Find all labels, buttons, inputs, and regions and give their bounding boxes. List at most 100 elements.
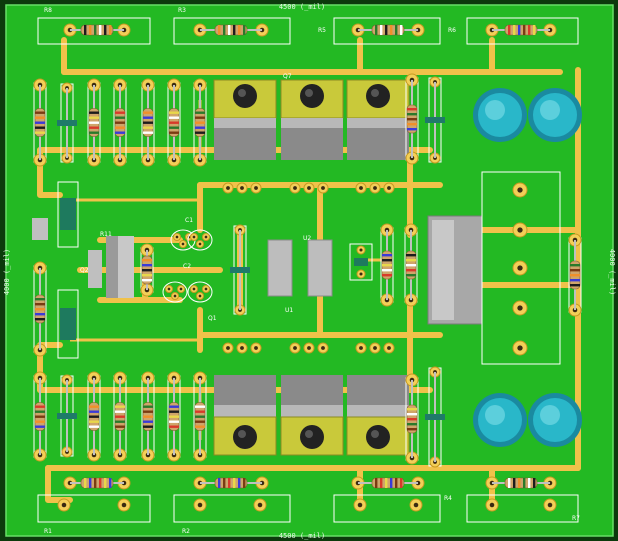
resistor-band	[195, 131, 205, 134]
pad-hole	[307, 346, 311, 350]
resistor-footprint	[173, 17, 291, 45]
resistor-band	[375, 25, 378, 35]
regulator-body	[307, 239, 333, 297]
resistor-band	[35, 415, 45, 418]
pad-hole	[517, 265, 523, 271]
pad-hole	[192, 235, 196, 239]
resistor-band	[518, 25, 521, 35]
pad-hole	[357, 502, 363, 508]
small-transistor-outline	[187, 229, 213, 251]
resistor-band	[35, 116, 45, 119]
silk-label-c1: C1	[185, 217, 193, 224]
resistor-band	[523, 25, 526, 35]
pad-hole	[254, 346, 258, 350]
silk-label-r3: R3	[178, 7, 186, 14]
pad-hole	[293, 186, 297, 190]
film-capacitor	[60, 198, 76, 230]
resistor-band	[382, 259, 392, 262]
pad-hole	[175, 235, 179, 239]
resistor-band	[99, 478, 102, 488]
resistor-band	[243, 25, 246, 35]
resistor-band	[35, 313, 45, 316]
resistor-band	[385, 478, 388, 488]
resistor-band	[528, 478, 531, 488]
silk-label-r4: R4	[444, 495, 452, 502]
pad-hole	[359, 346, 363, 350]
resistor-band	[89, 415, 99, 418]
pad-hole	[226, 346, 230, 350]
resistor-band	[89, 478, 92, 488]
resistor-band	[233, 25, 236, 35]
resistor-band	[35, 425, 45, 428]
resistor-band	[400, 478, 403, 488]
resistor-band	[195, 116, 205, 119]
resistor-band	[195, 121, 205, 124]
resistor-band	[35, 420, 45, 423]
resistor-band	[513, 25, 516, 35]
resistor-band	[169, 131, 179, 134]
terminal-block-outline	[481, 171, 561, 365]
resistor-band	[109, 478, 112, 488]
silk-label-q7: Q7	[283, 73, 292, 80]
pad-hole	[240, 186, 244, 190]
resistor-band	[115, 425, 125, 428]
resistor-band	[238, 478, 241, 488]
transistor-mounting-hole	[366, 425, 390, 449]
resistor-band	[143, 116, 153, 119]
resistor-band	[89, 121, 99, 124]
silk-label-u2: U2	[303, 235, 311, 242]
transistor-hole-shine	[305, 430, 313, 438]
resistor-band	[99, 25, 102, 35]
pad-hole	[173, 294, 177, 298]
regulator-body	[267, 239, 293, 297]
resistor-band	[382, 254, 392, 257]
small-component	[32, 218, 48, 240]
resistor-band	[406, 264, 416, 267]
resistor-band	[375, 478, 378, 488]
resistor-band	[407, 108, 417, 111]
transistor-mounting-hole	[233, 425, 257, 449]
resistor-band	[35, 410, 45, 413]
resistor-footprint	[37, 494, 151, 523]
resistor-band	[406, 254, 416, 257]
resistor-footprint	[333, 494, 441, 523]
bridge-rectifier-highlight	[432, 220, 454, 320]
resistor-band	[169, 121, 179, 124]
resistor-band	[380, 25, 383, 35]
resistor-band	[407, 408, 417, 411]
transistor-body-highlight	[214, 405, 276, 417]
transistor-hole-shine	[238, 89, 246, 97]
transistor-mounting-hole	[366, 84, 390, 108]
silk-label-r2: R2	[182, 528, 190, 535]
pad-hole	[373, 346, 377, 350]
resistor-band	[169, 405, 179, 408]
pad-hole	[198, 242, 202, 246]
silk-label-r5: R5	[318, 27, 326, 34]
pad-hole	[489, 502, 495, 508]
resistor-band	[407, 118, 417, 121]
resistor-footprint	[173, 494, 291, 523]
capacitor-outline	[57, 181, 79, 248]
resistor-band	[143, 425, 153, 428]
resistor-band	[195, 126, 205, 129]
silk-label-c2: C2	[183, 263, 191, 270]
resistor-band	[407, 413, 417, 416]
resistor-footprint	[466, 17, 579, 45]
resistor-band	[533, 25, 536, 35]
silk-label-u1: U1	[285, 307, 293, 314]
pad-hole	[359, 186, 363, 190]
resistor-band	[94, 478, 97, 488]
resistor-band	[89, 405, 99, 408]
electrolytic-highlight	[540, 405, 560, 425]
pad-hole	[192, 287, 196, 291]
resistor-band	[407, 428, 417, 431]
resistor-band	[35, 111, 45, 114]
resistor-band	[169, 126, 179, 129]
resistor-band	[169, 410, 179, 413]
resistor-band	[195, 415, 205, 418]
silk-label-r11: R11	[100, 231, 112, 238]
pad-hole	[121, 502, 127, 508]
resistor-band	[195, 405, 205, 408]
dimension-top: 4500 (_mil)	[279, 3, 325, 11]
resistor-band	[228, 25, 231, 35]
